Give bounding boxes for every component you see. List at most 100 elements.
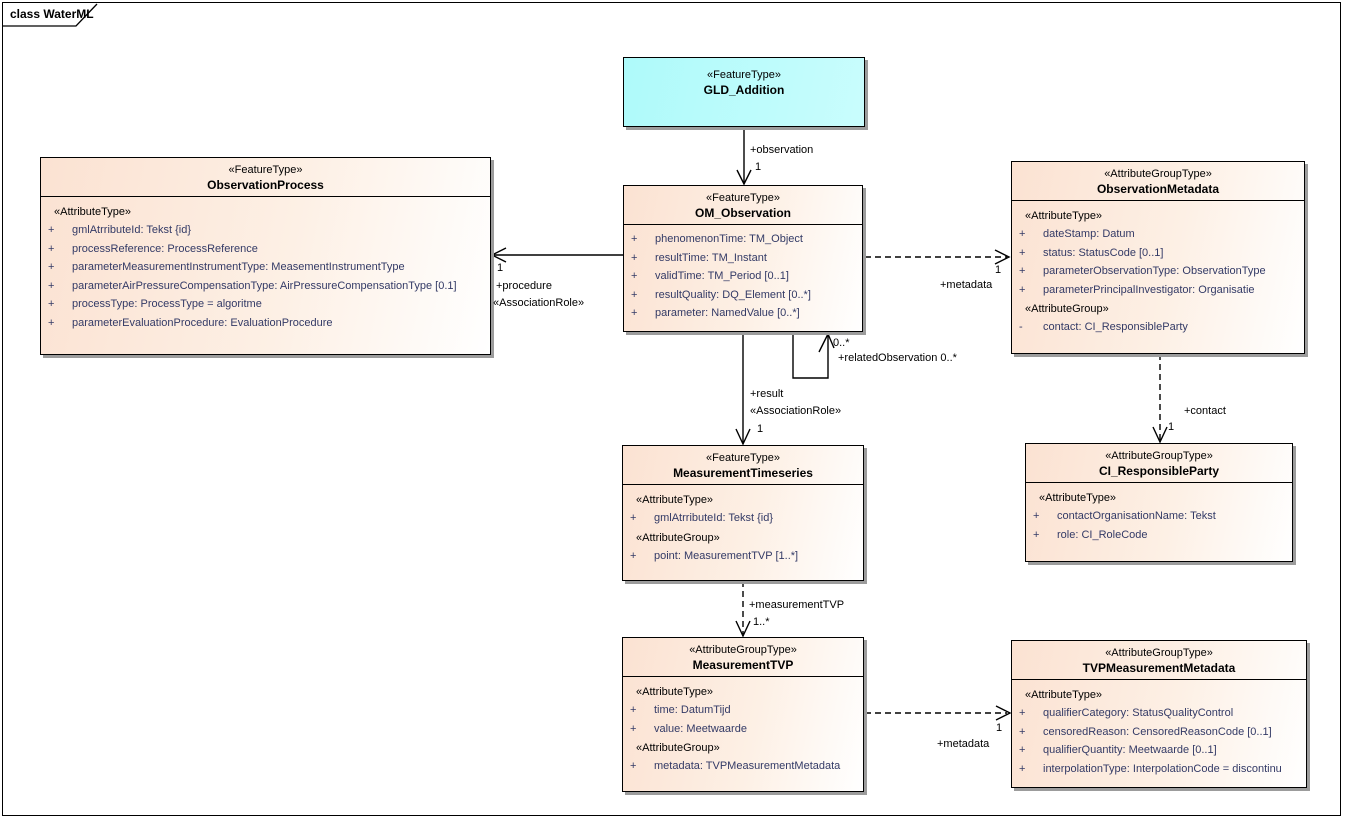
connector-label: +relatedObservation 0..*: [838, 352, 957, 364]
class-name: OM_Observation: [694, 206, 792, 220]
visibility-marker: +: [1019, 283, 1026, 296]
class-stereotype: «FeatureType»: [706, 192, 780, 204]
attribute-row: +validTime: TM_Period [0..1]: [624, 267, 862, 286]
connector-om-to-result[interactable]: [735, 332, 751, 446]
attribute-row: +qualifierCategory: StatusQualityControl: [1012, 704, 1306, 723]
attribute-text: contact: CI_ResponsibleParty: [1043, 321, 1188, 334]
connector-label: +observation: [750, 144, 814, 156]
attribute-text: value: Meetwaarde: [654, 722, 747, 735]
visibility-marker: +: [631, 251, 638, 264]
connector-label: «AssociationRole»: [750, 405, 842, 417]
class-stereotype: «AttributeGroupType»: [1105, 647, 1213, 659]
attribute-row: + parameterAirPressureCompensationType: A…: [41, 277, 490, 296]
visibility-marker: +: [631, 270, 638, 283]
connector-om-to-procedure[interactable]: [490, 247, 623, 263]
attribute-row: + processReference: ProcessReference: [41, 240, 490, 259]
attribute-text: time: DatumTijd: [654, 704, 731, 717]
class-name: ObservationMetadata: [1096, 182, 1220, 196]
class-stereotype: «FeatureType»: [706, 452, 780, 464]
attribute-text: parameterAirPressureCompensationType: Ai…: [72, 279, 457, 292]
class-name: GLD_Addition: [703, 83, 785, 97]
connector-tvp-to-metadata[interactable]: [865, 705, 1012, 721]
class-name: ObservationProcess: [207, 178, 324, 192]
visibility-marker: +: [48, 261, 55, 274]
visibility-marker: +: [630, 512, 637, 525]
class-box-ci-responsibleparty[interactable]: «AttributeGroupType» CI_ResponsibleParty…: [1025, 443, 1293, 562]
attribute-text: parameterPrincipalInvestigator: Organisa…: [1043, 283, 1255, 296]
connector-label: +procedure: [496, 280, 552, 292]
class-box-tvp-measurement-metadata[interactable]: «AttributeGroupType» TVPMeasurementMetad…: [1011, 640, 1307, 788]
class-header: «AttributeGroupType» MeasurementTVP: [623, 638, 863, 677]
attribute-text: metadata: TVPMeasurementMetadata: [654, 760, 841, 773]
visibility-marker: -: [1019, 321, 1023, 334]
class-attributes: «AttributeType»+gmlAtrributeId: Tekst {i…: [623, 485, 863, 565]
connector-multiplicity: 1: [995, 264, 1002, 276]
visibility-marker: +: [630, 722, 637, 735]
visibility-marker: +: [630, 704, 637, 717]
attribute-row: +qualifierQuantity: Meetwaarde [0..1]: [1012, 741, 1306, 760]
attribute-text: qualifierCategory: StatusQualityControl: [1043, 707, 1234, 720]
section-stereotype: «AttributeGroup»: [636, 531, 720, 544]
attribute-text: contactOrganisationName: Tekst: [1057, 510, 1216, 523]
attribute-row: +resultTime: TM_Instant: [624, 249, 862, 268]
section-stereotype: «AttributeType»: [1039, 492, 1117, 504]
class-attributes: «AttributeType» + contactOrganisationName:…: [1026, 483, 1292, 544]
visibility-marker: +: [1019, 228, 1026, 241]
class-attributes: «AttributeType» + gmlAtrributeId: Tekst {i…: [41, 197, 490, 332]
class-name: MeasurementTVP: [692, 658, 794, 672]
attribute-row: +parameter: NamedValue [0..*]: [624, 304, 862, 323]
section-stereotype: «AttributeGroup»: [1025, 303, 1109, 315]
class-attributes: «AttributeType»+qualifierCategory: Statu…: [1012, 680, 1306, 778]
class-box-measurement-timeseries[interactable]: «FeatureType» MeasurementTimeseries «Att…: [622, 445, 864, 581]
visibility-marker: +: [48, 242, 55, 255]
attribute-text: status: StatusCode [0..1]: [1043, 246, 1164, 259]
connector-multiplicity: 1..*: [753, 616, 770, 628]
class-header: «AttributeGroupType» TVPMeasurementMetad…: [1012, 641, 1306, 680]
attribute-row: - contact: CI_ResponsibleParty: [1012, 318, 1304, 337]
class-stereotype: «AttributeGroupType»: [1105, 450, 1213, 462]
visibility-marker: +: [1019, 246, 1026, 259]
attribute-text: interpolationType: InterpolationCode = d…: [1043, 762, 1282, 775]
connector-label: +metadata: [937, 738, 990, 750]
class-name: TVPMeasurementMetadata: [1082, 661, 1236, 675]
visibility-marker: +: [48, 279, 55, 292]
connector-label: +result: [750, 388, 784, 400]
connector-label: «AssociationRole»: [493, 297, 585, 309]
attribute-row: +parameterMeasurementInstrumentType: Mea…: [41, 258, 490, 277]
connector-gld-to-observation[interactable]: [736, 128, 752, 186]
attribute-row: +dateStamp: Datum: [1012, 225, 1304, 244]
connector-multiplicity: 0..*: [833, 337, 850, 349]
class-box-om-observation[interactable]: «FeatureType» OM_Observation +phenomenon…: [623, 185, 863, 332]
visibility-marker: +: [1033, 510, 1040, 523]
class-stereotype: «FeatureType»: [707, 69, 781, 81]
attribute-row: +parameterObservationType: ObservationTy…: [1012, 262, 1304, 281]
attribute-text: processReference: ProcessReference: [72, 242, 258, 255]
visibility-marker: +: [1019, 725, 1026, 738]
class-box-measurement-tvp[interactable]: «AttributeGroupType» MeasurementTVP «Att…: [622, 637, 864, 792]
connector-om-self-related-observation[interactable]: [792, 332, 835, 379]
visibility-marker: +: [1019, 265, 1026, 278]
visibility-marker: +: [48, 298, 55, 311]
class-header: «FeatureType» OM_Observation: [624, 186, 862, 225]
frame-tab-outline: [3, 3, 98, 27]
attribute-text: gmlAtrributeId: Tekst {id}: [72, 224, 192, 237]
class-attributes: +phenomenonTime: TM_Object+resultTime: T…: [624, 225, 862, 323]
class-stereotype: «AttributeGroupType»: [1104, 168, 1212, 180]
connector-multiplicity: 1: [1168, 421, 1175, 433]
class-box-observation-process[interactable]: «FeatureType» ObservationProcess «Attrib…: [40, 157, 491, 355]
class-name: CI_ResponsibleParty: [1098, 464, 1220, 478]
class-box-gld-addition[interactable]: «FeatureType» GLD_Addition: [623, 57, 865, 127]
connector-timeseries-to-tvp[interactable]: [735, 581, 751, 638]
connector-metadata-to-contact[interactable]: [1152, 354, 1168, 444]
section-stereotype: «AttributeType»: [54, 206, 132, 218]
class-header: «AttributeGroupType» CI_ResponsibleParty: [1026, 444, 1292, 483]
connector-multiplicity: 1: [757, 423, 764, 435]
section-stereotype: «AttributeGroup»: [636, 742, 720, 754]
class-box-observation-metadata[interactable]: «AttributeGroupType» ObservationMetadata…: [1011, 161, 1305, 354]
connector-label: +measurementTVP: [749, 599, 845, 611]
class-stereotype: «FeatureType»: [228, 164, 303, 176]
connector-om-to-metadata[interactable]: [865, 249, 1011, 265]
